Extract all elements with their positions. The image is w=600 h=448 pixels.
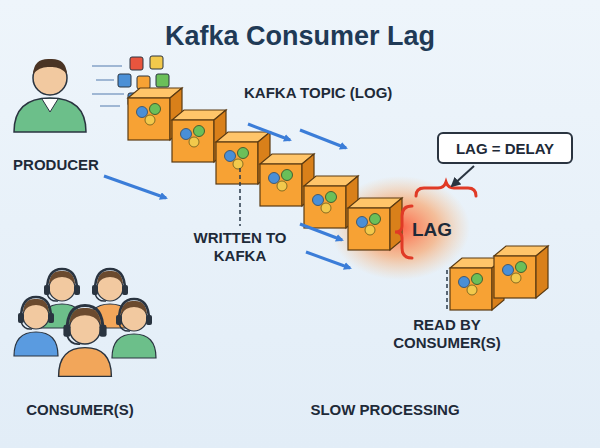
- callout-text: LAG = DELAY: [456, 140, 554, 157]
- callout-arrow: [452, 166, 474, 186]
- message-squares-part: [118, 74, 131, 87]
- producer-icon-part: [33, 59, 67, 74]
- message-squares-part: [96, 79, 114, 81]
- text-label: LAG: [412, 219, 472, 242]
- flow-arrows-part: [306, 252, 350, 268]
- producer-icon-part: [14, 98, 86, 132]
- lag-brace: [395, 182, 476, 258]
- message-squares-part: [137, 76, 150, 89]
- diagram-title: Kafka Consumer Lag: [0, 20, 600, 52]
- message-squares-part: [156, 74, 169, 87]
- flow-arrows-part: [104, 176, 166, 198]
- message-squares-part: [130, 57, 143, 70]
- text-label: WRITTEN TO KAFKA: [185, 229, 295, 265]
- flow-arrows: [104, 124, 350, 268]
- log-cubes-part: [494, 246, 548, 298]
- flow-arrows-part: [300, 224, 342, 240]
- lag-brace-part: [395, 206, 412, 258]
- consumers-icon-part: [59, 306, 112, 377]
- consumers-icon-part: [14, 297, 58, 356]
- log-cubes-part: [348, 198, 402, 250]
- text-label: PRODUCER: [0, 156, 112, 174]
- producer-icon: [14, 59, 86, 132]
- consumers-icon-part: [112, 299, 156, 358]
- consumers-icon: [14, 269, 156, 376]
- leader-lines-part: [446, 270, 448, 312]
- leader-lines-part: [239, 168, 241, 226]
- lag-brace-part: [416, 182, 476, 196]
- text-label: KAFKA TOPIC (LOG): [244, 84, 434, 102]
- producer-icon-part: [42, 99, 58, 112]
- message-squares-part: [92, 65, 122, 67]
- flow-arrows-part: [300, 130, 346, 148]
- message-squares-part: [150, 56, 163, 69]
- message-squares-part: [100, 105, 120, 107]
- text-label: CONSUMER(S): [8, 401, 152, 419]
- text-label: SLOW PROCESSING: [300, 401, 470, 419]
- message-squares-part: [92, 93, 124, 95]
- callout-box: LAG = DELAY: [437, 132, 573, 164]
- text-label: READ BY CONSUMER(S): [377, 316, 517, 352]
- log-cubes: [128, 88, 548, 310]
- flow-arrows-part: [248, 124, 290, 140]
